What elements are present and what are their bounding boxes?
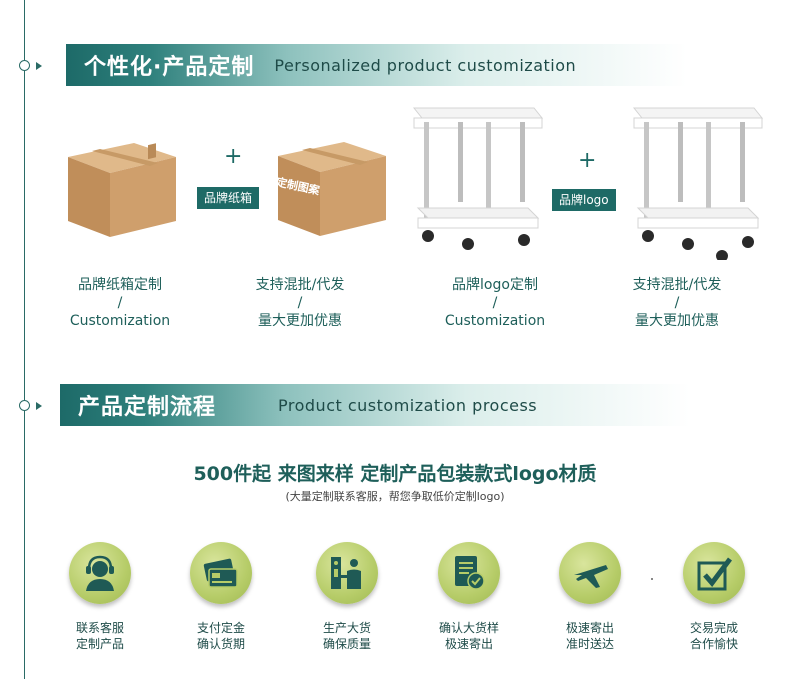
factory-worker-icon — [331, 557, 361, 589]
section-title-en: Product customization process — [278, 395, 538, 415]
cardboard-box-printed — [278, 142, 386, 236]
process-step-complete: 交易完成 合作愉快 — [659, 542, 769, 652]
section-title-en: Personalized product customization — [274, 55, 577, 75]
timeline-arrow-icon — [36, 62, 42, 70]
process-headline: 500件起 来图来样 定制产品包装款式logo材质 — [193, 463, 597, 485]
section-banner-process: 产品定制流程 Product customization process — [60, 384, 760, 426]
payment-card-icon — [203, 558, 238, 588]
process-step-production: 生产大货 确保质量 — [292, 542, 402, 652]
process-step-shipping: 极速寄出 准时送达 — [535, 542, 645, 652]
process-step-contact: 联系客服 定制产品 — [45, 542, 155, 652]
plus-icon: + — [578, 148, 597, 173]
process-subline: (大量定制联系客服，帮您争取低价定制logo) — [285, 490, 505, 503]
plus-icon: + — [224, 144, 243, 169]
timeline-node — [19, 60, 30, 71]
process-step-deposit: 支付定金 确认货期 — [166, 542, 276, 652]
section-banner-customization: 个性化·产品定制 Personalized product customizat… — [66, 44, 756, 86]
storage-cart-image — [412, 107, 544, 250]
timeline-arrow-icon — [36, 402, 42, 410]
section-title-zh: 产品定制流程 — [78, 395, 217, 420]
headset-agent-icon — [86, 555, 114, 591]
timeline-line — [24, 0, 25, 679]
caption-brand-logo: 品牌logo定制 / Customization — [444, 277, 546, 329]
dot-separator — [651, 578, 653, 580]
airplane-icon — [574, 565, 608, 588]
timeline-node — [19, 400, 30, 411]
caption-mixed-batch: 支持混批/代发 / 量大更加优惠 — [255, 277, 345, 329]
tag-brand-box: 品牌纸箱 — [197, 187, 260, 209]
caption-mixed-batch: 支持混批/代发 / 量大更加优惠 — [632, 277, 722, 329]
process-step-sample: 确认大货样 极速寄出 — [414, 542, 524, 652]
storage-cart-image — [632, 107, 764, 260]
section-title-zh: 个性化·产品定制 — [84, 55, 255, 80]
cardboard-box-plain — [68, 143, 176, 237]
checkbox-icon — [697, 557, 732, 591]
tag-brand-logo: 品牌logo — [552, 189, 616, 211]
caption-brand-box: 品牌纸箱定制 / Customization — [69, 277, 171, 329]
document-check-icon — [455, 556, 485, 590]
